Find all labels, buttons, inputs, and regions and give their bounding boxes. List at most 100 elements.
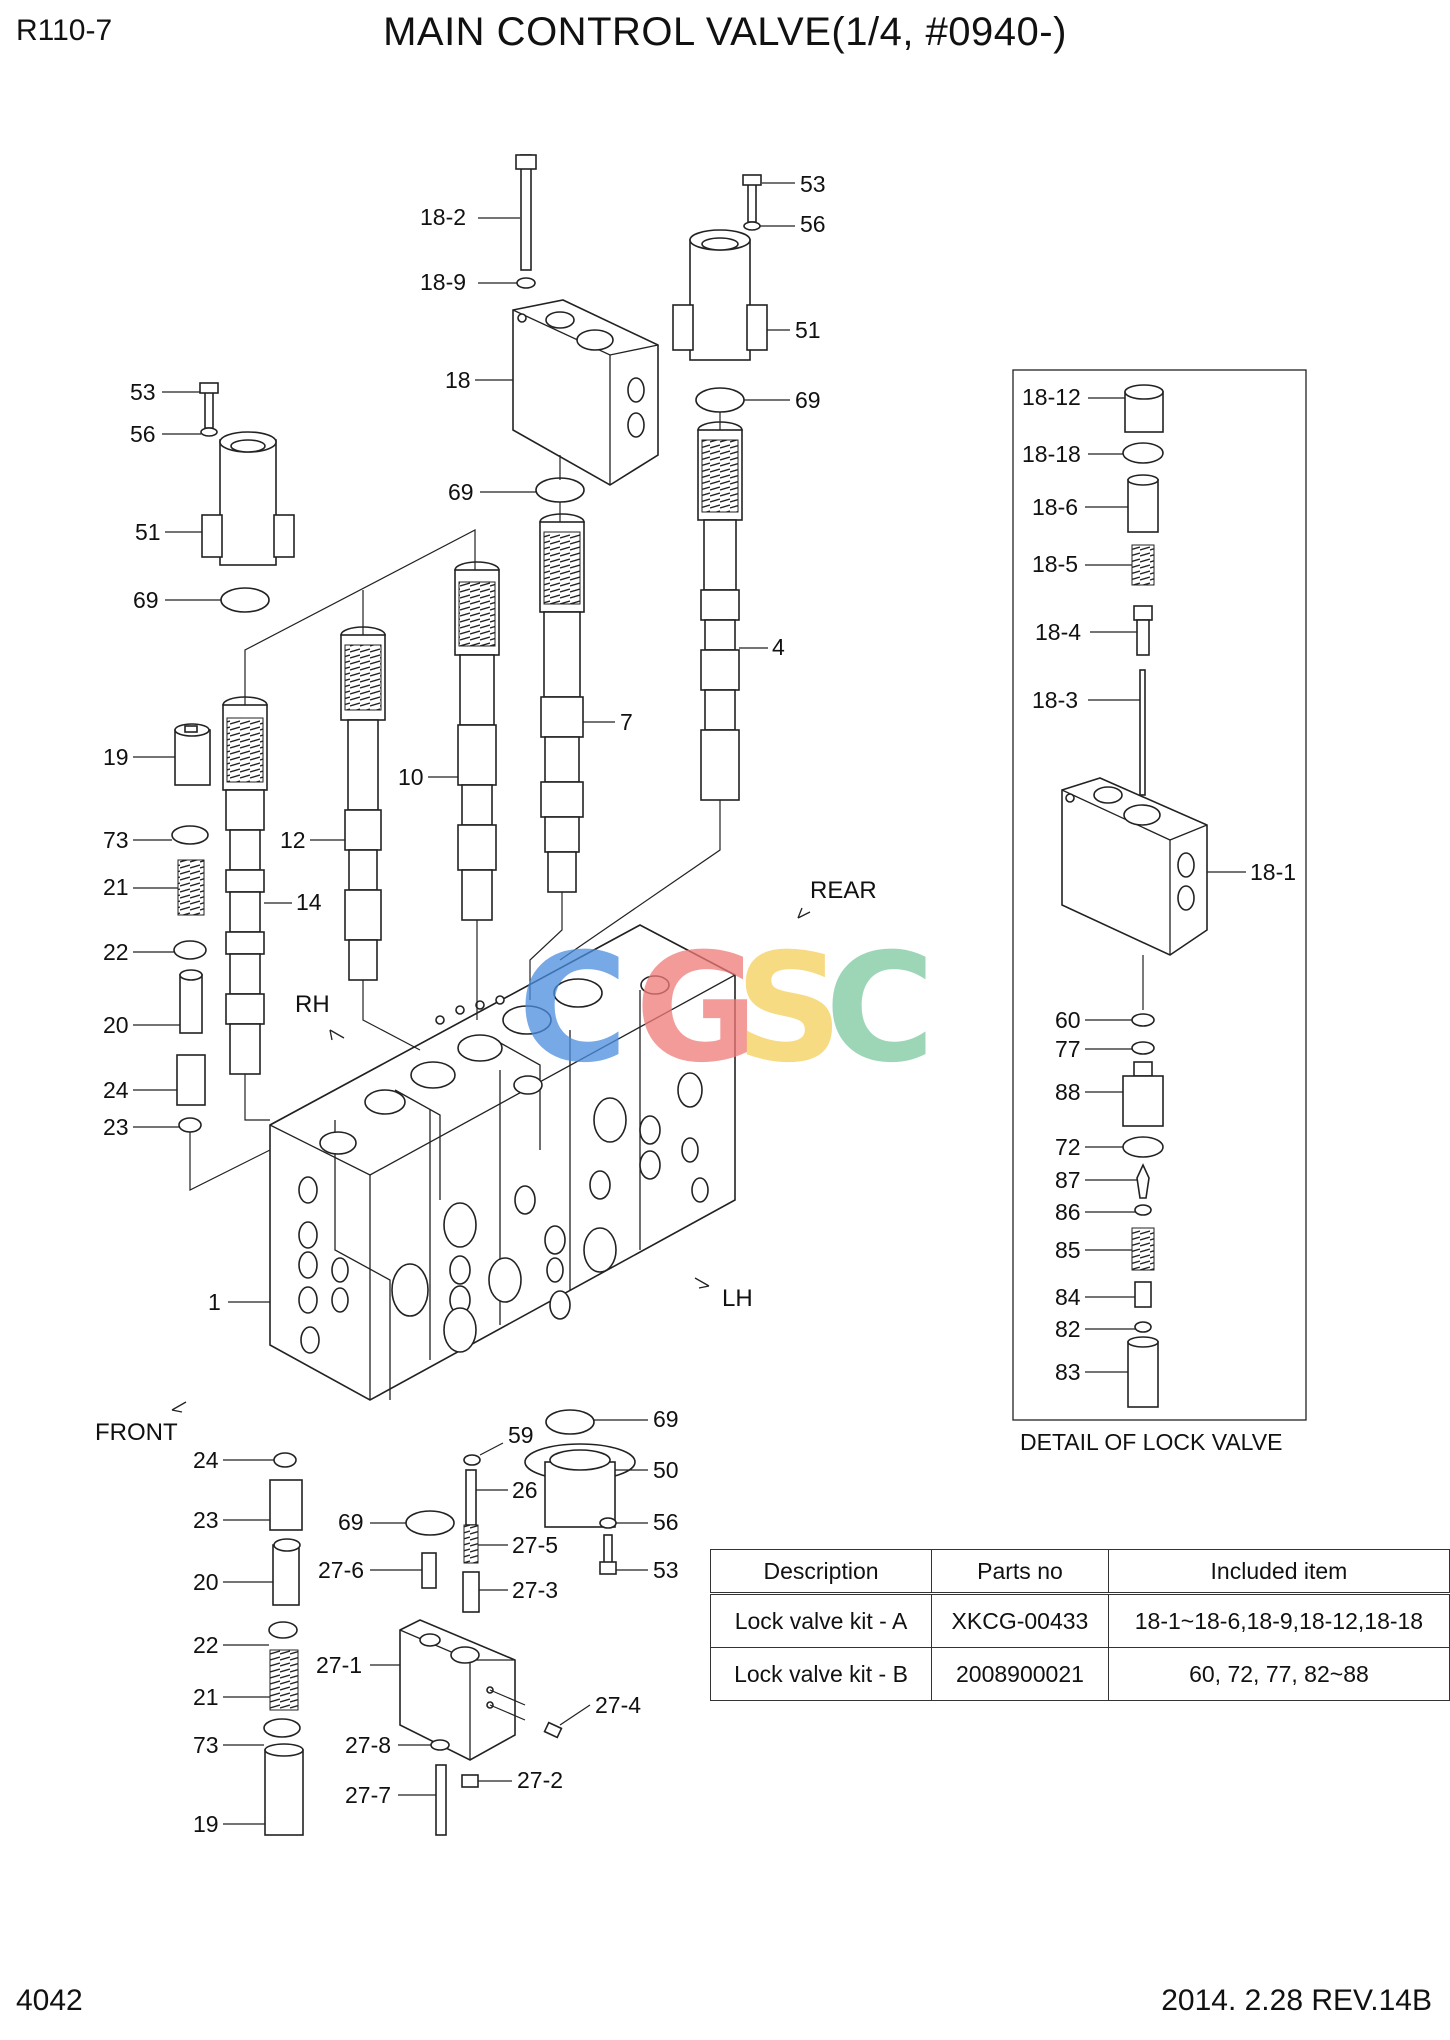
callout-87: 87 [1055, 1167, 1081, 1193]
direction-labels: REAR RH LH FRONT [95, 877, 877, 1446]
callout-69-bottom-right: 69 [653, 1406, 679, 1432]
lh-arrow-icon [694, 1277, 710, 1289]
callout-27-1: 27-1 [316, 1652, 362, 1678]
kits-table: Description Parts no Included item Lock … [709, 1549, 1450, 1701]
cell-description: Lock valve kit - B [709, 1647, 933, 1701]
callout-20-left: 20 [103, 1012, 129, 1038]
direction-front: FRONT [95, 1419, 178, 1446]
callout-18-1: 18-1 [1250, 859, 1296, 885]
callout-69-top: 69 [448, 479, 474, 505]
callout-85: 85 [1055, 1237, 1081, 1263]
callout-60: 60 [1055, 1007, 1081, 1033]
kits-table-header: Description Parts no Included item [709, 1549, 1450, 1595]
callout-21-left: 21 [103, 874, 129, 900]
callout-18-4: 18-4 [1035, 619, 1081, 645]
callout-56-top-right: 56 [800, 211, 826, 237]
callout-27-6: 27-6 [318, 1557, 364, 1583]
callout-72: 72 [1055, 1134, 1081, 1160]
cell-description: Lock valve kit - A [709, 1593, 933, 1648]
spool-4 [697, 421, 743, 801]
callout-56-bottom-right: 56 [653, 1509, 679, 1535]
watermark-letter-3: S [735, 922, 843, 1096]
callout-4: 4 [772, 634, 785, 660]
callout-7: 7 [620, 709, 633, 735]
model-label: R110-7 [16, 14, 113, 47]
callout-18-12: 18-12 [1022, 384, 1081, 410]
revision-label: 2014. 2.28 REV.14B [1161, 1984, 1432, 2017]
callout-69-top-right: 69 [795, 387, 821, 413]
watermark: C G S C [518, 922, 935, 1096]
col-description: Description [709, 1549, 933, 1595]
col-included-item: Included item [1107, 1549, 1450, 1595]
callout-10: 10 [398, 764, 424, 790]
callouts: 18-2 18-9 18 69 53 56 51 69 53 56 51 69 … [103, 171, 1296, 1837]
rh-arrow-icon [329, 1029, 345, 1041]
callout-69-left: 69 [133, 587, 159, 613]
col-parts-no: Parts no [931, 1549, 1109, 1595]
callout-18-18: 18-18 [1022, 441, 1081, 467]
bottom-block-27 [399, 1454, 563, 1836]
callout-73-left: 73 [103, 827, 129, 853]
table-row: Lock valve kit - B 2008900021 60, 72, 77… [709, 1647, 1450, 1701]
callout-27-2: 27-2 [517, 1767, 563, 1793]
cap-51-left [199, 382, 295, 613]
spool-12 [340, 626, 386, 981]
callout-19-left: 19 [103, 744, 129, 770]
direction-lh: LH [722, 1285, 753, 1312]
page-number: 4042 [16, 1984, 83, 2017]
cell-parts-no: XKCG-00433 [931, 1593, 1109, 1648]
callout-27-5: 27-5 [512, 1532, 558, 1558]
lock-valve-block-18 [512, 154, 659, 503]
callout-86: 86 [1055, 1199, 1081, 1225]
callout-22-left: 22 [103, 939, 129, 965]
callout-84: 84 [1055, 1284, 1081, 1310]
callout-77: 77 [1055, 1036, 1081, 1062]
callout-23-bottom: 23 [193, 1507, 219, 1533]
callout-83: 83 [1055, 1359, 1081, 1385]
detail-caption: DETAIL OF LOCK VALVE [1020, 1429, 1282, 1455]
direction-rear: REAR [810, 877, 877, 904]
callout-14: 14 [296, 889, 322, 915]
callout-27-3: 27-3 [512, 1577, 558, 1603]
callout-18-2: 18-2 [420, 204, 466, 230]
callout-56-left: 56 [130, 421, 156, 447]
callout-18-9: 18-9 [420, 269, 466, 295]
callout-21-bottom: 21 [193, 1684, 219, 1710]
callout-59: 59 [508, 1422, 534, 1448]
spool-7 [539, 513, 585, 893]
callout-53-top-right: 53 [800, 171, 826, 197]
callout-50: 50 [653, 1457, 679, 1483]
callout-51-left: 51 [135, 519, 161, 545]
callout-27-4: 27-4 [595, 1692, 641, 1718]
watermark-letter-2: G [635, 922, 758, 1096]
rear-arrow-icon [797, 907, 811, 919]
callout-1: 1 [208, 1289, 221, 1315]
bottom-left-stack [263, 1452, 304, 1836]
callout-51-top-right: 51 [795, 317, 821, 343]
callout-53-left: 53 [130, 379, 156, 405]
cell-included: 60, 72, 77, 82~88 [1107, 1647, 1450, 1701]
cap-50 [524, 1409, 636, 1575]
callout-88: 88 [1055, 1079, 1081, 1105]
watermark-letter-4: C [825, 922, 935, 1096]
cell-included: 18-1~18-6,18-9,18-12,18-18 [1107, 1593, 1450, 1648]
spool-10 [454, 561, 500, 921]
callout-22-bottom: 22 [193, 1632, 219, 1658]
callout-19-bottom: 19 [193, 1811, 219, 1837]
callout-53-bottom-right: 53 [653, 1557, 679, 1583]
callout-18-5: 18-5 [1032, 551, 1078, 577]
callout-73-bottom: 73 [193, 1732, 219, 1758]
callout-12: 12 [280, 827, 306, 853]
table-row: Lock valve kit - A XKCG-00433 18-1~18-6,… [709, 1593, 1450, 1648]
cap-51-top [672, 174, 768, 413]
callout-24-left: 24 [103, 1077, 129, 1103]
callout-18-6: 18-6 [1032, 494, 1078, 520]
callout-20-bottom: 20 [193, 1569, 219, 1595]
cell-parts-no: 2008900021 [931, 1647, 1109, 1701]
page-title: MAIN CONTROL VALVE(1/4, #0940-) [383, 10, 1067, 54]
lock-valve-detail [1012, 369, 1307, 1421]
callout-18: 18 [445, 367, 471, 393]
callout-82: 82 [1055, 1316, 1081, 1342]
spool-14 [222, 696, 268, 1075]
